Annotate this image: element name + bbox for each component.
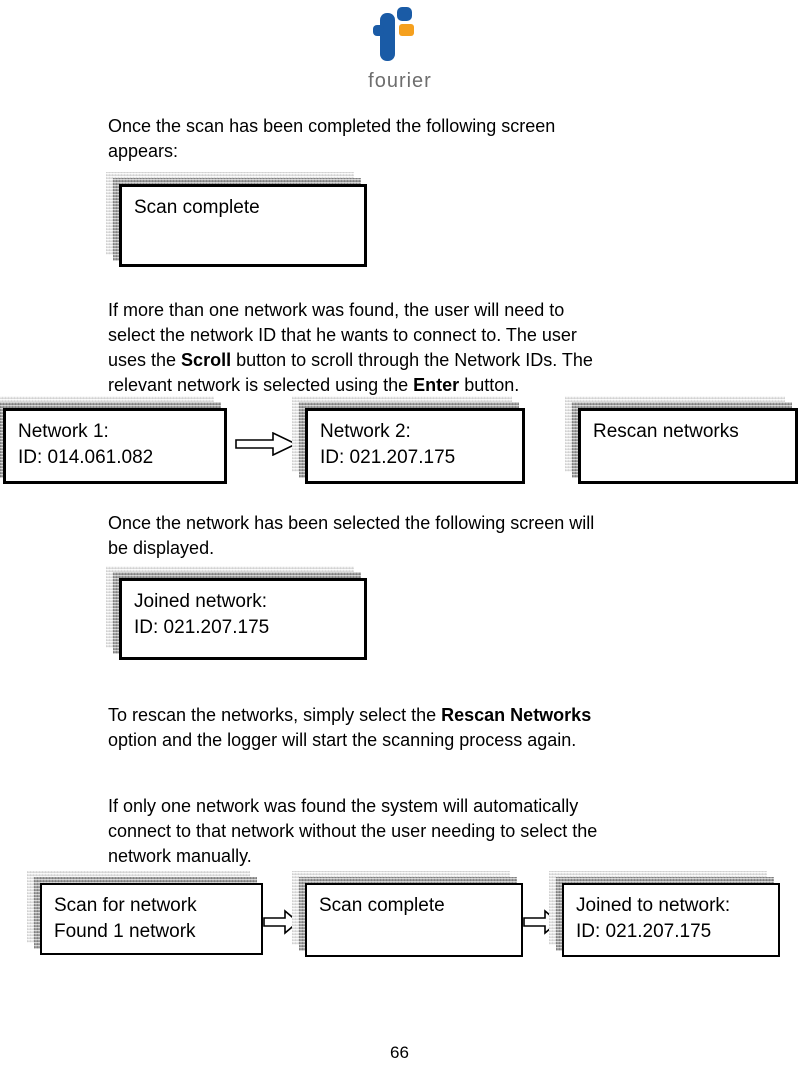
screen-text: Joined to network: ID: 021.207.175 [562, 883, 780, 957]
fourier-logo-icon [373, 7, 414, 61]
screen-rescan-networks: Rescan networks [565, 396, 798, 484]
screen-text: Scan for network Found 1 network [40, 883, 263, 955]
screen-text: Joined network: ID: 021.207.175 [119, 578, 367, 660]
fourier-wordmark: fourier [368, 70, 432, 92]
screen-text: Scan complete [119, 184, 367, 267]
paragraph-rescan-instructions: To rescan the networks, simply select th… [108, 705, 592, 750]
fourier-logo: fourier [340, 4, 460, 93]
screen-text: Rescan networks [578, 408, 798, 484]
screen-network-2: Network 2: ID: 021.207.175 [292, 396, 525, 484]
screen-joined-to-network: Joined to network: ID: 021.207.175 [549, 871, 780, 957]
paragraph-network-selected: Once the network has been selected the f… [108, 513, 595, 558]
paragraph-single-network: If only one network was found the system… [108, 796, 598, 866]
screen-text: Network 2: ID: 021.207.175 [305, 408, 525, 484]
page-number: 66 [390, 1043, 409, 1062]
paragraph-scan-complete-intro: Once the scan has been completed the fol… [108, 116, 556, 161]
screen-joined-network: Joined network: ID: 021.207.175 [106, 566, 367, 660]
screen-network-1: Network 1: ID: 014.061.082 [0, 396, 227, 484]
screen-scan-complete-bottom: Scan complete [292, 871, 523, 957]
screen-text: Network 1: ID: 014.061.082 [3, 408, 227, 484]
screen-text: Scan complete [305, 883, 523, 957]
screen-scan-complete-top: Scan complete [106, 172, 367, 267]
flow-arrow-icon [263, 909, 299, 935]
paragraph-multiple-networks: If more than one network was found, the … [108, 300, 593, 395]
flow-arrow-icon [235, 432, 297, 456]
screen-scan-for-network: Scan for network Found 1 network [27, 871, 263, 955]
